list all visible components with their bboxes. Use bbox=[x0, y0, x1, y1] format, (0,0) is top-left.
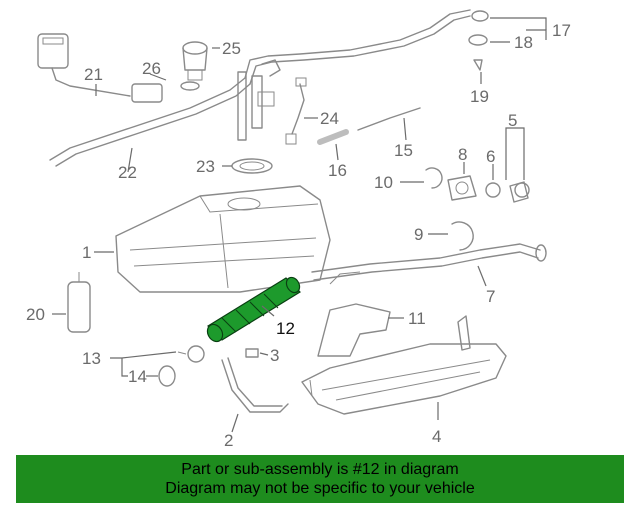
parts-diagram: 17 18 19 5 6 8 10 9 7 1 20 12 11 4 2 3 1… bbox=[26, 9, 571, 450]
callout-7: 7 bbox=[486, 287, 495, 306]
part-21-canister bbox=[37, 33, 163, 103]
callout-9: 9 bbox=[414, 225, 423, 244]
callout-11: 11 bbox=[408, 309, 426, 328]
callout-8: 8 bbox=[458, 145, 467, 164]
callout-labels: 17 18 19 5 6 8 10 9 7 1 20 12 11 4 2 3 1… bbox=[26, 21, 571, 450]
callout-10: 10 bbox=[374, 173, 393, 192]
callout-23: 23 bbox=[196, 157, 215, 176]
callout-21: 21 bbox=[84, 65, 103, 84]
part-13-valve bbox=[177, 345, 205, 363]
callout-4: 4 bbox=[432, 427, 441, 446]
banner-line-2: Diagram may not be specific to your vehi… bbox=[165, 480, 475, 497]
leader-lines bbox=[52, 17, 547, 433]
callout-5: 5 bbox=[508, 111, 517, 130]
part-9-ring bbox=[451, 221, 474, 251]
part-2-bracket bbox=[221, 357, 289, 413]
callout-15: 15 bbox=[394, 141, 413, 160]
part-5-fuel-cap bbox=[509, 181, 530, 203]
part-sender-assembly bbox=[237, 59, 281, 141]
part-17-18-clip bbox=[468, 10, 489, 71]
part-24-wiring bbox=[285, 77, 307, 145]
part-8-housing bbox=[447, 175, 477, 201]
callout-26: 26 bbox=[142, 59, 161, 78]
info-banner: Part or sub-assembly is #12 in diagram D… bbox=[16, 455, 624, 503]
callout-16: 16 bbox=[328, 161, 347, 180]
part-14-ring bbox=[158, 365, 176, 387]
callout-2: 2 bbox=[224, 431, 233, 450]
callout-3: 3 bbox=[270, 346, 279, 365]
callout-6: 6 bbox=[486, 147, 495, 166]
part-10-ring bbox=[425, 167, 443, 189]
callout-14: 14 bbox=[128, 367, 147, 386]
callout-22: 22 bbox=[118, 163, 137, 182]
part-1-fuel-tank bbox=[115, 185, 331, 293]
part-4-skid-plate bbox=[301, 315, 507, 415]
callout-24: 24 bbox=[320, 109, 339, 128]
part-3-bolt bbox=[245, 348, 259, 358]
callout-25: 25 bbox=[222, 39, 241, 58]
callout-18: 18 bbox=[514, 33, 533, 52]
part-16-hose bbox=[317, 129, 349, 145]
callout-19: 19 bbox=[470, 87, 489, 106]
part-11-shield bbox=[317, 303, 391, 357]
part-26-grommet bbox=[180, 81, 200, 91]
part-7-filler-pipe bbox=[311, 243, 547, 285]
part-15-line bbox=[357, 107, 421, 131]
callout-13: 13 bbox=[82, 349, 101, 368]
callout-17: 17 bbox=[552, 21, 571, 40]
part-20-fuel-filter bbox=[67, 272, 91, 333]
banner-line-1: Part or sub-assembly is #12 in diagram bbox=[181, 461, 459, 478]
callout-20: 20 bbox=[26, 305, 45, 324]
part-12-filler-hose bbox=[206, 276, 301, 343]
callout-12: 12 bbox=[276, 319, 295, 338]
part-25-fuel-pump-top bbox=[182, 41, 208, 81]
callout-1: 1 bbox=[82, 243, 91, 262]
part-23-gasket bbox=[231, 158, 273, 174]
part-6-gasket bbox=[485, 182, 501, 198]
